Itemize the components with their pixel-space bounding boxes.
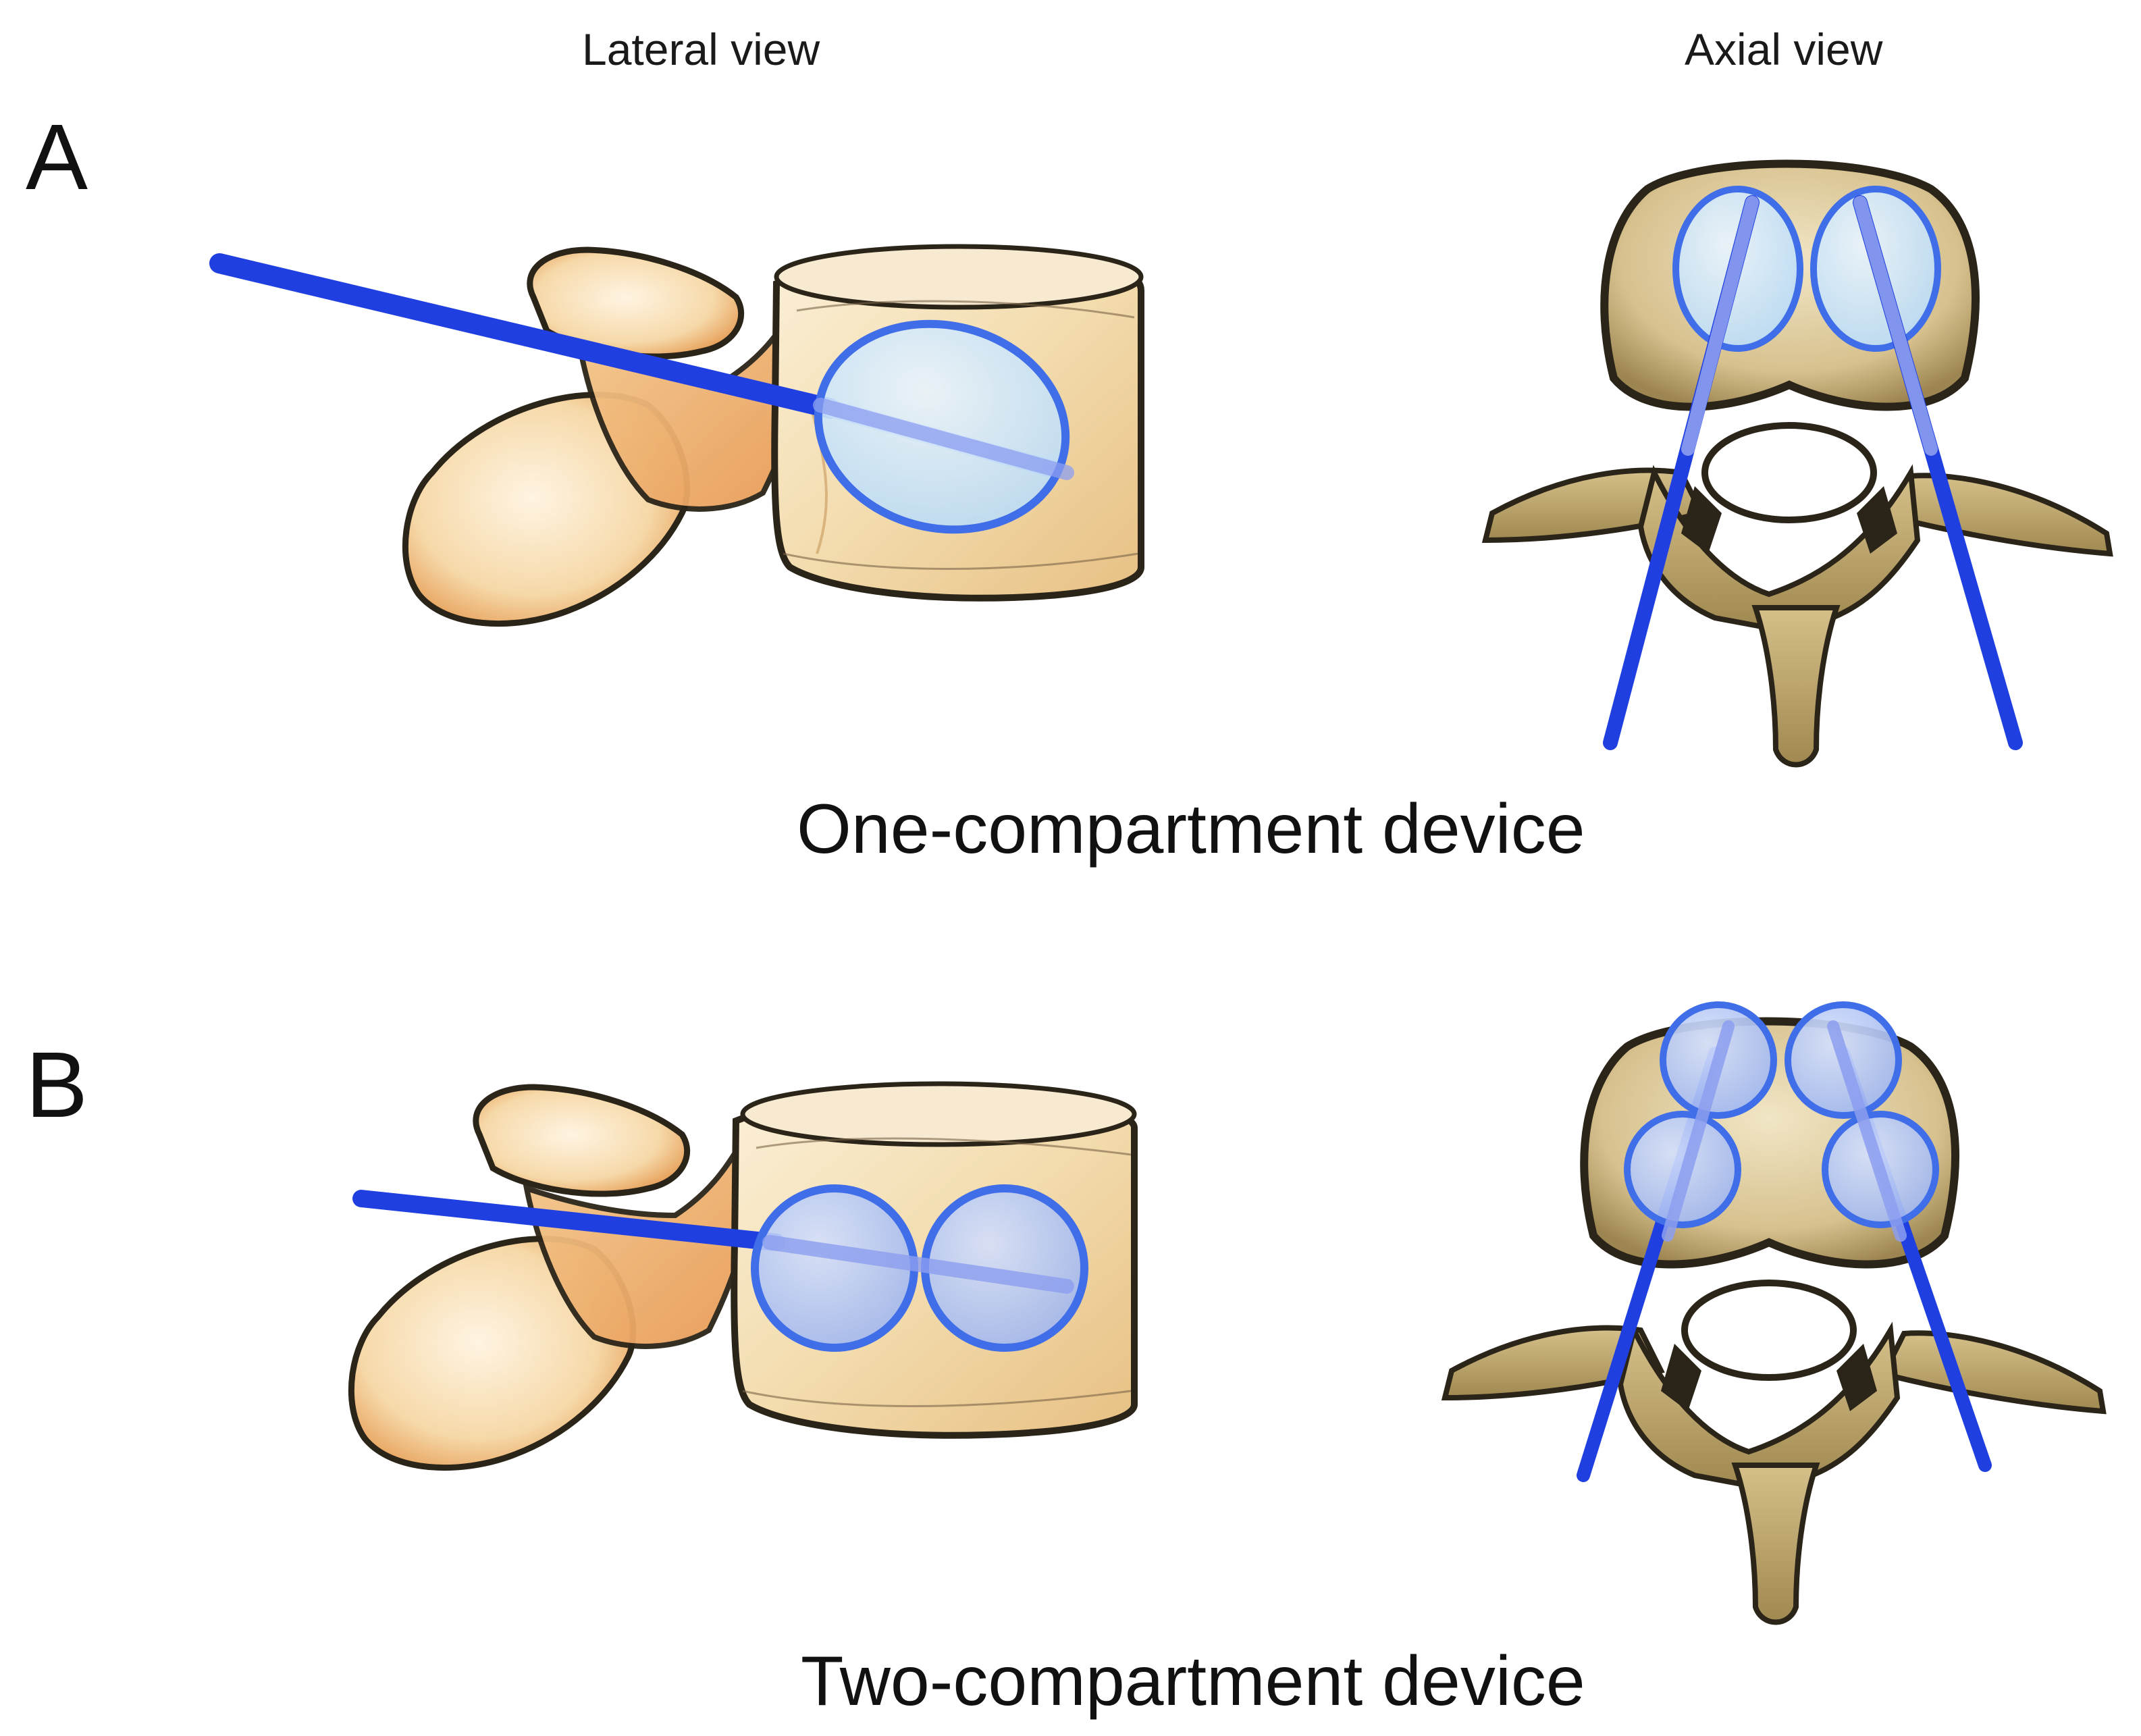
superior-endplate-a bbox=[774, 244, 1144, 310]
spinal-canal-a bbox=[1701, 422, 1877, 523]
spinous-process-a bbox=[1751, 605, 1841, 768]
needle-lateral-b bbox=[352, 1190, 785, 1251]
axial-view-label: Axial view bbox=[1685, 24, 1883, 74]
balloon-lateral-a bbox=[814, 319, 1070, 534]
panel-b-caption: Two-compartment device bbox=[801, 1642, 1585, 1720]
panel-b-letter: B bbox=[26, 1033, 88, 1137]
superior-endplate-b bbox=[740, 1081, 1137, 1147]
spinal-canal-b bbox=[1681, 1280, 1857, 1381]
balloon-lateral-b-1 bbox=[751, 1184, 918, 1352]
superior-articular-process-b bbox=[473, 1084, 691, 1197]
lateral-view-label: Lateral view bbox=[582, 24, 820, 74]
needle-lateral-a bbox=[209, 253, 841, 419]
panel-a-letter: A bbox=[26, 105, 88, 209]
spinous-process-b bbox=[1731, 1463, 1820, 1625]
panel-a-caption: One-compartment device bbox=[797, 790, 1585, 868]
axial-vertebra-b bbox=[1441, 1017, 2107, 1625]
